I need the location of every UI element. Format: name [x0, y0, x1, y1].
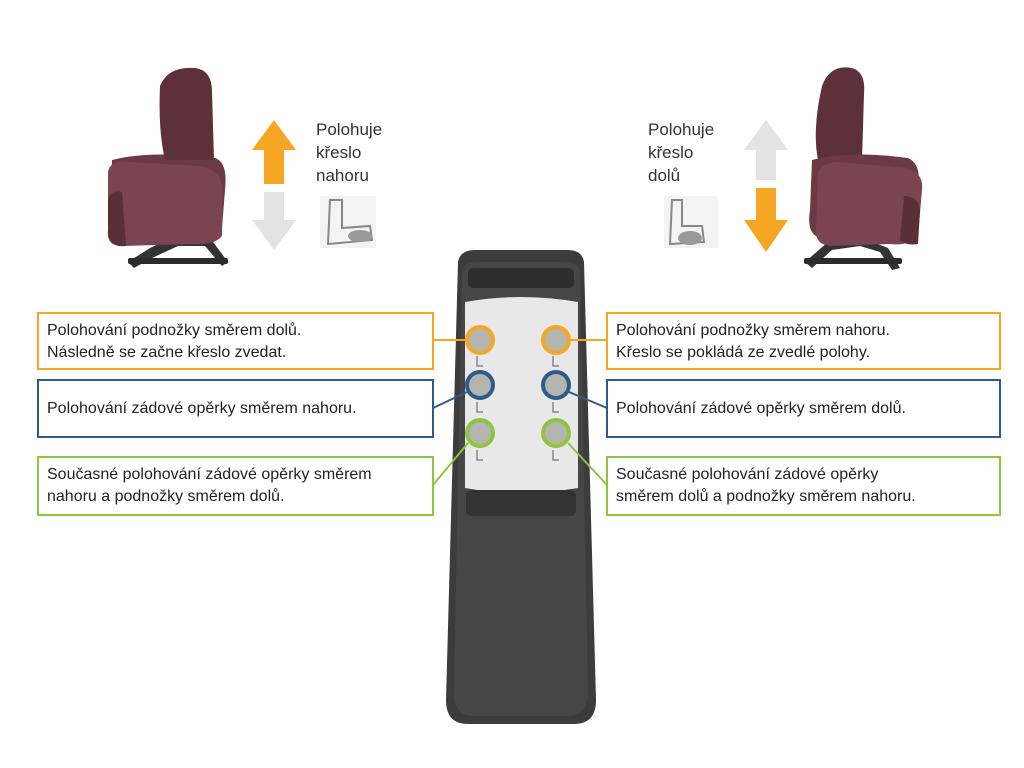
callout-footrest-up: Polohování podnožky směrem nahoru. Křesl… — [606, 312, 1001, 370]
callout-text: Polohování podnožky směrem dolů. — [47, 322, 302, 339]
right-label-line1: Polohuje — [648, 120, 715, 139]
left-chair-icon — [107, 67, 228, 268]
button-pictogram-icon — [476, 356, 559, 461]
callout-text: Současné polohování zádové opěrky — [616, 466, 879, 483]
arrow-down-icon — [744, 188, 788, 252]
combined-up-button[interactable] — [465, 418, 495, 448]
backrest-down-button[interactable] — [541, 370, 571, 400]
callout-combined-left: Současné polohování zádové opěrky směrem… — [37, 456, 434, 516]
right-label-line3: dolů — [648, 166, 681, 185]
callout-text: Následně se začne křeslo zvedat. — [47, 344, 287, 361]
arrow-up-icon — [252, 120, 296, 184]
connector-lines — [432, 339, 608, 486]
footrest-up-button[interactable] — [541, 325, 571, 355]
callout-text: Polohování podnožky směrem nahoru. — [616, 322, 890, 339]
backrest-up-button[interactable] — [465, 370, 495, 400]
chair-pictogram-icon — [320, 196, 376, 248]
callout-text: Polohování zádové opěrky směrem nahoru. — [47, 400, 357, 417]
callout-text: nahoru a podnožky směrem dolů. — [47, 488, 285, 505]
callout-backrest-up: Polohování zádové opěrky směrem nahoru. — [37, 379, 434, 438]
callout-text: směrem dolů a podnožky směrem nahoru. — [616, 488, 916, 505]
right-position-label: Polohuje křeslo dolů — [648, 118, 714, 187]
callout-text: Polohování zádové opěrky směrem dolů. — [616, 400, 906, 417]
left-label-line1: Polohuje — [316, 120, 383, 139]
callout-footrest-down: Polohování podnožky směrem dolů. Následn… — [37, 312, 434, 370]
left-position-label: Polohuje křeslo nahoru — [316, 118, 382, 187]
callout-combined-right: Současné polohování zádové opěrky směrem… — [606, 456, 1001, 516]
callout-backrest-down: Polohování zádové opěrky směrem dolů. — [606, 379, 1001, 438]
callout-text: Křeslo se pokládá ze zvedlé polohy. — [616, 344, 871, 361]
remote-control-icon — [446, 250, 596, 724]
right-chair-icon — [804, 67, 923, 270]
combined-down-button[interactable] — [541, 418, 571, 448]
arrow-down-icon — [252, 192, 296, 250]
left-label-line2: křeslo — [316, 143, 362, 162]
arrow-up-icon — [744, 120, 788, 180]
left-label-line3: nahoru — [316, 166, 369, 185]
callout-text: Současné polohování zádové opěrky směrem — [47, 466, 372, 483]
right-label-line2: křeslo — [648, 143, 694, 162]
chair-pictogram-icon — [664, 196, 718, 248]
footrest-down-button[interactable] — [465, 325, 495, 355]
